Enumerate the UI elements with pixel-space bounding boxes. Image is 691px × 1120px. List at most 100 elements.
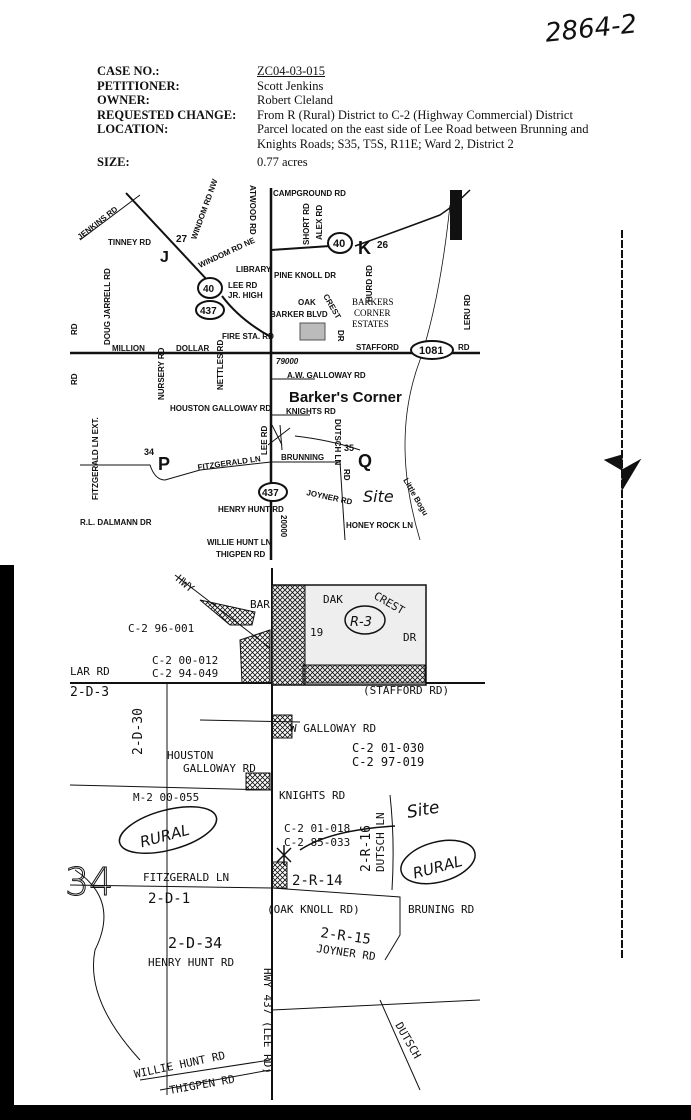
map-grid-letter: J: [160, 249, 169, 266]
fitzgerald-brunning-line: [80, 461, 346, 541]
hwy437-shield-icon: [195, 300, 225, 320]
location-value: Parcel located on the east side of Lee R…: [257, 122, 589, 137]
map-label: DUTSCH LN: [374, 812, 387, 872]
zoning-case-label: C-2 01-018: [284, 822, 350, 835]
zoning-case-label: C-2 96-001: [128, 622, 194, 635]
hwy437-south-shield-icon: [258, 482, 288, 502]
size-value: 0.77 acres: [257, 154, 308, 169]
hwy40-east-line: [270, 245, 331, 251]
location-value-2: Knights Roads; S35, T5S, R11E; Ward 2, D…: [257, 136, 514, 151]
map-label: HENRY HUNT RD: [148, 956, 234, 969]
map-grid-letter: Q: [358, 451, 372, 471]
map-label: HWY 437 (LEE RD): [261, 968, 274, 1074]
section-number: 34: [144, 447, 154, 457]
map-label: THIGPEN RD: [168, 1073, 235, 1097]
bayou-line: [404, 204, 451, 541]
owner-value: Robert Cleland: [257, 93, 334, 108]
scan-edge-left: [0, 565, 14, 1105]
map-label: HONEY ROCK LN: [346, 521, 413, 530]
willie-hunt-line: [139, 1059, 271, 1091]
site-parcel: [271, 861, 288, 889]
dutsch-line: [389, 794, 394, 891]
handwritten-rural-note: RURAL: [411, 852, 464, 882]
map-label: A.W. GALLOWAY RD: [287, 371, 366, 380]
map-label: GALLOWAY RD: [183, 762, 256, 775]
section-number: 35: [344, 443, 354, 453]
map-label: R.L. DALMANN DR: [80, 518, 152, 527]
map-label: KNIGHTS RD: [279, 789, 345, 802]
map-label: BARKER BLVD: [270, 310, 328, 319]
rural-ellipse: [118, 805, 218, 855]
map-label: LEE RD: [260, 425, 269, 455]
map-label: W GALLOWAY RD: [290, 722, 376, 735]
zoning-district-label: 2-R-15: [319, 925, 371, 948]
map-label: STAFFORD: [356, 343, 399, 352]
rural-ellipse: [400, 839, 476, 885]
fitzgerald-line: [69, 884, 273, 889]
hwy40-east-shield-icon: [327, 232, 353, 254]
map-label: FIRE STA. RD: [222, 332, 274, 341]
r3-ellipse: [344, 605, 386, 635]
vicinity-map-labels: JENKINS RD TINNEY RD J 27 WINDOM RD NW W…: [70, 177, 472, 559]
shield-number: 40: [333, 238, 345, 250]
map-label: LEE RD: [228, 281, 258, 290]
site-star-icon: [267, 424, 291, 451]
hwy40-shield-icon: [197, 277, 223, 299]
zoning-district-label: 2-D-1: [148, 891, 190, 907]
map-label: HENRY HUNT RD: [218, 505, 284, 514]
map-label: (STAFFORD RD): [363, 684, 449, 697]
pond-shape: [299, 322, 326, 341]
map-label: DOUG JARRELL RD: [103, 268, 112, 345]
case-number-value: ZC04-03-015: [257, 64, 326, 78]
location-row: LOCATION:Parcel located on the east side…: [97, 122, 677, 137]
size-row: SIZE: 0.77 acres: [97, 155, 677, 170]
map-label: PINE KNOLL DR: [274, 271, 336, 280]
map-label: DAK: [323, 593, 343, 606]
map-label: RD: [458, 343, 470, 352]
map-label: TINNEY RD: [108, 238, 151, 247]
site-star-icon: [276, 845, 292, 865]
owner-label: OWNER:: [97, 93, 150, 108]
shield-number: 437: [200, 306, 217, 317]
map-label: LERU RD: [463, 294, 472, 330]
zoning-district-label: 2-D-34: [168, 934, 222, 952]
handwritten-site-note: Site: [405, 798, 441, 823]
zoning-map-labels: HWY BAR DAK CREST C-2 96-001 C-2 00-012 …: [65, 572, 475, 1097]
map-label: JENKINS RD: [76, 205, 120, 242]
map-grid-letter: P: [158, 454, 170, 474]
creek-line: [74, 869, 141, 1061]
dutsch-line: [294, 435, 361, 451]
zoning-case-label: C-2 94-049: [152, 667, 218, 680]
handwritten-site-note: Site: [363, 487, 394, 506]
shield-number: 437: [262, 488, 279, 499]
map-label: BRUNING RD: [408, 903, 474, 916]
c2-parcel: [271, 714, 293, 739]
map-label: LIBRARY: [236, 265, 272, 274]
requested-change-row: REQUESTED CHANGE:From R (Rural) District…: [97, 108, 677, 123]
zoning-case-label: M-2 00-055: [133, 791, 199, 804]
bruning-line: [271, 887, 401, 961]
map-label: HOUSTON GALLOWAY RD: [170, 404, 271, 413]
hwy-line: [174, 574, 271, 649]
requested-change-label: REQUESTED CHANGE:: [97, 107, 237, 122]
map-label: CAMPGROUND RD: [273, 189, 346, 198]
map-label: ALEX RD: [315, 205, 324, 240]
scan-edge-bottom: [0, 1105, 691, 1120]
map-label: NETTLES RD: [216, 340, 225, 390]
map-label: WILLIE HUNT LN: [207, 538, 272, 547]
hwy40-line: [125, 192, 211, 284]
map-label: FITZGERALD LN EXT.: [91, 417, 100, 500]
map-label: CORNER: [354, 308, 391, 318]
size-label: SIZE:: [97, 154, 130, 169]
zoning-case-label: C-2 85-033: [284, 836, 350, 849]
map-label: DOLLAR: [176, 344, 210, 353]
petitioner-label: PETITIONER:: [97, 78, 180, 93]
map-label: OAK: [298, 298, 316, 307]
shield-number: 40: [203, 284, 215, 295]
map-label: JR. HIGH: [228, 291, 263, 300]
map-label: NURSERY RD: [157, 347, 166, 400]
map-label: FITZGERALD LN: [143, 871, 229, 884]
zoning-case-label: C-2 01-030: [352, 741, 424, 755]
galloway-line: [199, 719, 301, 723]
map-label: KNIGHTS RD: [286, 407, 336, 416]
